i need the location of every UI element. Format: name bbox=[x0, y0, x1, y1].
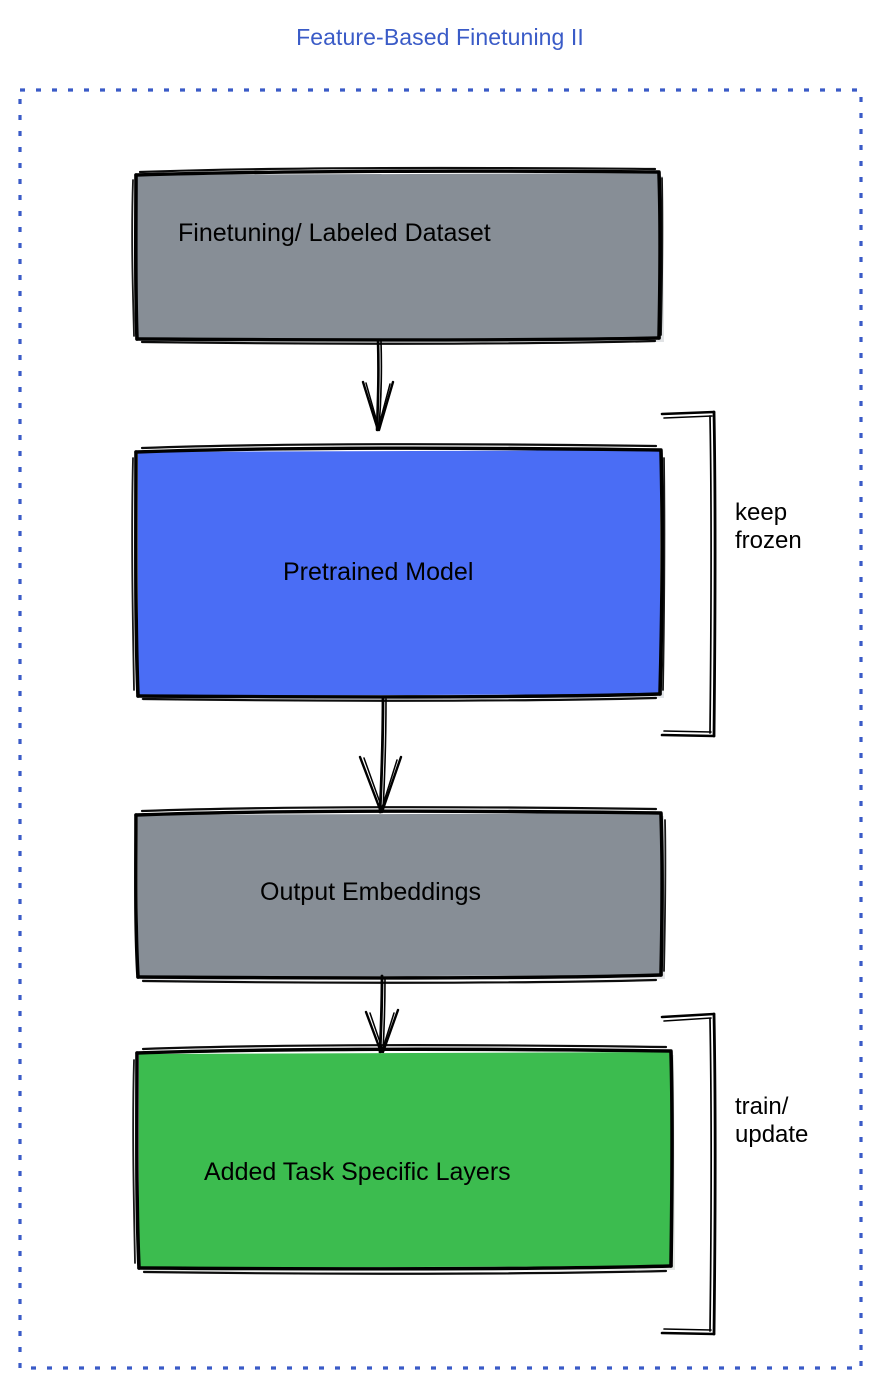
node-dataset[interactable] bbox=[131, 166, 664, 345]
finetuning-pipeline-frame bbox=[18, 88, 863, 1370]
annotation-train-update-line1: train/ bbox=[735, 1093, 789, 1120]
annotation-keep-frozen-line2: frozen bbox=[735, 527, 802, 555]
annotation-train-update-line2: update bbox=[735, 1121, 809, 1149]
node-label-output-embeddings: Output Embeddings bbox=[260, 878, 481, 906]
node-pretrained-model[interactable] bbox=[131, 443, 666, 702]
node-label-task-layers: Added Task Specific Layers bbox=[204, 1158, 511, 1186]
bracket-keep-frozen bbox=[660, 410, 717, 738]
node-label-pretrained-model: Pretrained Model bbox=[283, 558, 474, 586]
node-output-embeddings[interactable] bbox=[134, 806, 667, 984]
node-label-dataset: Finetuning/ Labeled Dataset bbox=[178, 219, 491, 247]
arrow-model-to-embeddings bbox=[358, 695, 403, 814]
node-task-layers[interactable] bbox=[132, 1044, 675, 1275]
arrow-dataset-to-model bbox=[361, 338, 395, 432]
annotation-keep-frozen-line1: keep bbox=[735, 499, 788, 526]
annotation-train-update: train/update bbox=[735, 1093, 808, 1150]
bracket-train-update bbox=[660, 1012, 717, 1336]
page-title: Feature-Based Finetuning II bbox=[296, 24, 584, 50]
arrow-embeddings-to-task-layers bbox=[364, 974, 400, 1054]
